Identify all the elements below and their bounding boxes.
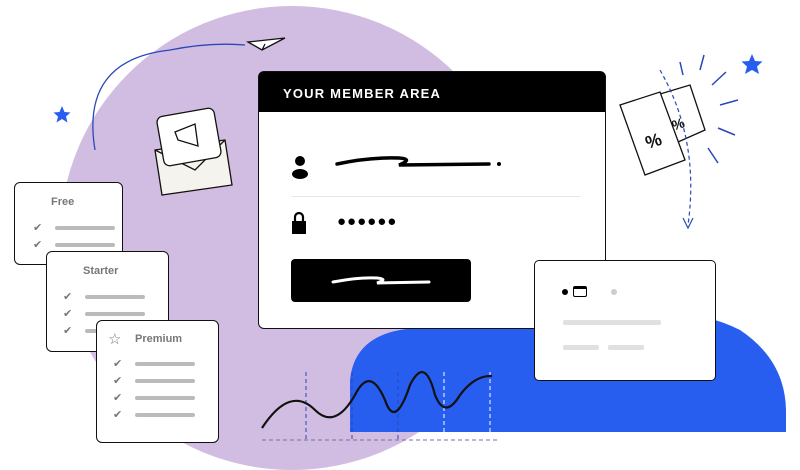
payment-card: [534, 260, 716, 381]
feature-line: [55, 225, 115, 230]
dashed-arrow: [659, 69, 692, 226]
button-label-scribble: [331, 276, 431, 285]
svg-text:%: %: [643, 129, 664, 153]
credit-card-icon[interactable]: [573, 286, 587, 297]
login-button[interactable]: [291, 259, 471, 302]
check-icon: ✔: [33, 239, 43, 251]
feature-line: [135, 361, 195, 366]
member-area-window: YOUR MEMBER AREA ●●●●●●: [258, 71, 606, 329]
username-scribble[interactable]: [329, 152, 509, 172]
svg-text:%: %: [670, 114, 687, 133]
feature-line: [135, 378, 195, 383]
user-icon: [292, 156, 308, 179]
check-icon: ✔: [113, 358, 123, 370]
placeholder-line: [563, 320, 661, 325]
feature-line: [135, 412, 195, 417]
feature-line: [85, 294, 145, 299]
check-icon: ✔: [113, 375, 123, 387]
star-icon: [53, 106, 71, 123]
plan-name: Premium: [135, 333, 183, 345]
star-icon: [741, 54, 763, 74]
envelope-megaphone-icon: [154, 107, 233, 196]
inactive-dot[interactable]: [611, 289, 617, 295]
coupon-tickets-icon: % %: [619, 84, 706, 176]
feature-line: [135, 395, 195, 400]
paper-plane-icon: [245, 37, 286, 51]
plan-name: Free: [51, 196, 75, 208]
member-area-title: YOUR MEMBER AREA: [259, 72, 605, 112]
check-icon: ✔: [113, 409, 123, 421]
divider: [292, 196, 580, 197]
active-dot: [562, 289, 568, 295]
star-outline-icon: ☆: [108, 331, 122, 348]
line-chart: [261, 371, 500, 441]
placeholder-line: [608, 345, 644, 350]
placeholder-line: [563, 345, 599, 350]
plan-card-premium[interactable]: ☆ Premium ✔ ✔ ✔ ✔: [96, 320, 219, 443]
sparkle-lines: [679, 54, 739, 164]
feature-line: [55, 242, 115, 247]
check-icon: ✔: [113, 392, 123, 404]
plan-name: Starter: [83, 265, 119, 277]
check-icon: ✔: [63, 325, 73, 337]
check-icon: ✔: [63, 291, 73, 303]
feature-line: [85, 311, 145, 316]
password-field[interactable]: ●●●●●●: [337, 213, 398, 230]
check-icon: ✔: [63, 308, 73, 320]
lock-icon: [292, 211, 306, 234]
dotted-arc: [92, 43, 246, 151]
check-icon: ✔: [33, 222, 43, 234]
